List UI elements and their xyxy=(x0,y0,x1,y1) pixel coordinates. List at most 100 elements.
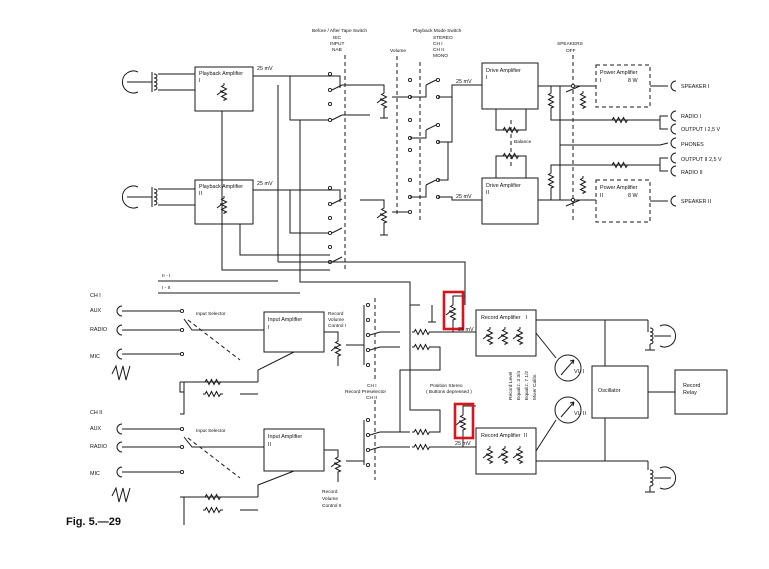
playback-mode-contacts xyxy=(407,77,482,215)
before-after-input: INPUT xyxy=(330,41,344,47)
speaker-2-label: SPEAKER II xyxy=(681,199,711,205)
level-25mv-pb2: 25 mV xyxy=(257,181,273,187)
record-relay-box xyxy=(674,369,728,415)
input-amp-2-num: II xyxy=(268,442,271,448)
oscillator-box xyxy=(591,365,649,419)
playback-amp-1-title: Playback Amplifier xyxy=(199,71,243,77)
radio-1-label: RADIO I xyxy=(681,114,701,120)
input-selector-2-label: Input Selector xyxy=(196,428,226,434)
rec-vol-2-line1: Record xyxy=(322,489,338,495)
vu-meter-2 xyxy=(554,396,582,424)
preselector-title: Record Preselector xyxy=(345,389,386,395)
oscillator-label: Oscillator xyxy=(598,388,621,394)
playback-amplifier-2 xyxy=(194,179,254,225)
position-stereo-note: ( Buttons depressed ) xyxy=(426,389,472,395)
ch2-mic-wave-icon xyxy=(111,486,131,503)
record-preselector-contacts xyxy=(363,302,410,468)
before-after-switch-1 xyxy=(327,71,370,123)
ch1-mic-wave-icon xyxy=(111,364,131,381)
preselector-ch1: CH I xyxy=(367,383,377,389)
radio-2-label: RADIO II xyxy=(681,170,703,176)
input-selector-2 xyxy=(179,426,264,479)
before-after-switch-2 xyxy=(327,185,343,265)
bus-label-1: II - I xyxy=(162,273,170,279)
volume-label: Volume xyxy=(390,48,406,54)
record-head-2-icon xyxy=(653,466,677,490)
power-amp-2-watts: 8 W xyxy=(628,193,638,199)
note-equaliz-3: Equaliz. 3 3/4 xyxy=(516,371,522,400)
output-1-label: OUTPUT I 2,5 V xyxy=(681,127,721,133)
power-amplifier-2 xyxy=(595,179,651,223)
output-2-label: OUTPUT II 2,5 V xyxy=(681,157,722,163)
figure-caption: Fig. 5.—29 xyxy=(66,516,121,528)
playback-mode-ch1: CH I xyxy=(433,41,443,47)
level-25mv-drive2: 25 mV xyxy=(456,194,472,200)
power-amp-1-title: Power Amplifier xyxy=(600,70,638,76)
drive-amplifier-1 xyxy=(481,62,539,110)
phones-label: PHONES xyxy=(681,142,704,148)
ch2-input-label: CH II xyxy=(90,410,102,416)
input-amplifier-2 xyxy=(263,428,325,472)
playback-amplifier-1 xyxy=(194,66,254,112)
power-amplifier-1 xyxy=(595,64,651,108)
playback-head-2-icon xyxy=(121,185,145,209)
drive-amplifier-2 xyxy=(481,177,539,225)
record-amp-1-num: I xyxy=(526,315,528,321)
vu-meter-1 xyxy=(554,354,582,382)
rec-vol-2-line3: Control II xyxy=(322,503,341,509)
ch1-mic-label: MIC xyxy=(90,354,100,360)
record-amp-1-title: Record Amplifier xyxy=(481,315,521,321)
record-amp-2-title: Record Amplifier xyxy=(481,433,521,439)
drive-amp-1-title: Drive Amplifier xyxy=(486,68,521,74)
before-after-iec: IEC xyxy=(333,35,342,41)
rec-vol-2-line2: Volume xyxy=(322,496,338,502)
input-amp-1-num: I xyxy=(268,325,270,331)
level-25mv-drive1: 25 mV xyxy=(456,79,472,85)
speakers-off-label: OFF xyxy=(566,48,576,54)
speakers-label: SPEAKERS xyxy=(557,41,583,47)
vu1-label: VU I xyxy=(574,369,584,375)
drive-amp-1-num: I xyxy=(486,75,488,81)
playback-amp-1-num: I xyxy=(199,78,201,84)
rec-vol-1-line2: Volume xyxy=(328,317,344,323)
record-relay-line2: Relay xyxy=(683,390,697,396)
position-stereo-label: Position Stereo xyxy=(430,383,463,389)
playback-amp-2-title: Playback Amplifier xyxy=(199,184,243,190)
before-after-switch-title: Before / After Tape Switch xyxy=(312,28,367,34)
level-25mv-rec2: 25 mV xyxy=(455,441,471,447)
record-amplifier-1 xyxy=(475,309,537,357)
playback-amp-2-num: II xyxy=(199,191,202,197)
balance-label: Balance xyxy=(514,139,532,145)
drive-amp-2-title: Drive Amplifier xyxy=(486,183,521,189)
level-25mv-pb1: 25 mV xyxy=(257,66,273,72)
input-amp-2-title: Input Amplifier xyxy=(268,434,302,440)
vu2-label: VU II xyxy=(574,411,586,417)
note-equaliz-7: Equaliz. 7 1/2 xyxy=(524,371,530,400)
record-head-1-icon xyxy=(653,324,677,348)
ch2-aux-label: AUX xyxy=(90,426,101,432)
note-record-level: Record Level xyxy=(508,372,514,400)
power-amp-1-num: I xyxy=(600,78,602,84)
ch1-input-label: CH I xyxy=(90,293,101,299)
highlight-record-level-trimmer-2 xyxy=(453,402,475,440)
record-amp-2-num: II xyxy=(524,433,527,439)
record-relay-line1: Record xyxy=(683,383,700,389)
ch1-radio-label: RADIO xyxy=(90,327,107,333)
power-amp-2-num: II xyxy=(600,193,603,199)
before-after-nab: NAB xyxy=(332,47,342,53)
rec-vol-1-line3: Control I xyxy=(328,323,346,329)
playback-mode-stereo: STEREO xyxy=(433,35,453,41)
drive-amp-2-num: II xyxy=(486,190,489,196)
ch1-aux-label: AUX xyxy=(90,308,101,314)
input-selector-1 xyxy=(179,308,264,361)
power-amp-1-watts: 8 W xyxy=(628,78,638,84)
ch2-mic-label: MIC xyxy=(90,471,100,477)
speaker-1-label: SPEAKER I xyxy=(681,84,709,90)
record-level-notes: Record Level Equaliz. 3 3/4 Equaliz. 7 1… xyxy=(508,371,538,400)
playback-mode-mono: MONO xyxy=(433,53,448,59)
speakers-switch-contacts xyxy=(565,83,586,207)
record-amplifier-2 xyxy=(475,427,537,475)
ch2-radio-label: RADIO xyxy=(90,444,107,450)
playback-mode-ch2: CH II xyxy=(433,47,444,53)
